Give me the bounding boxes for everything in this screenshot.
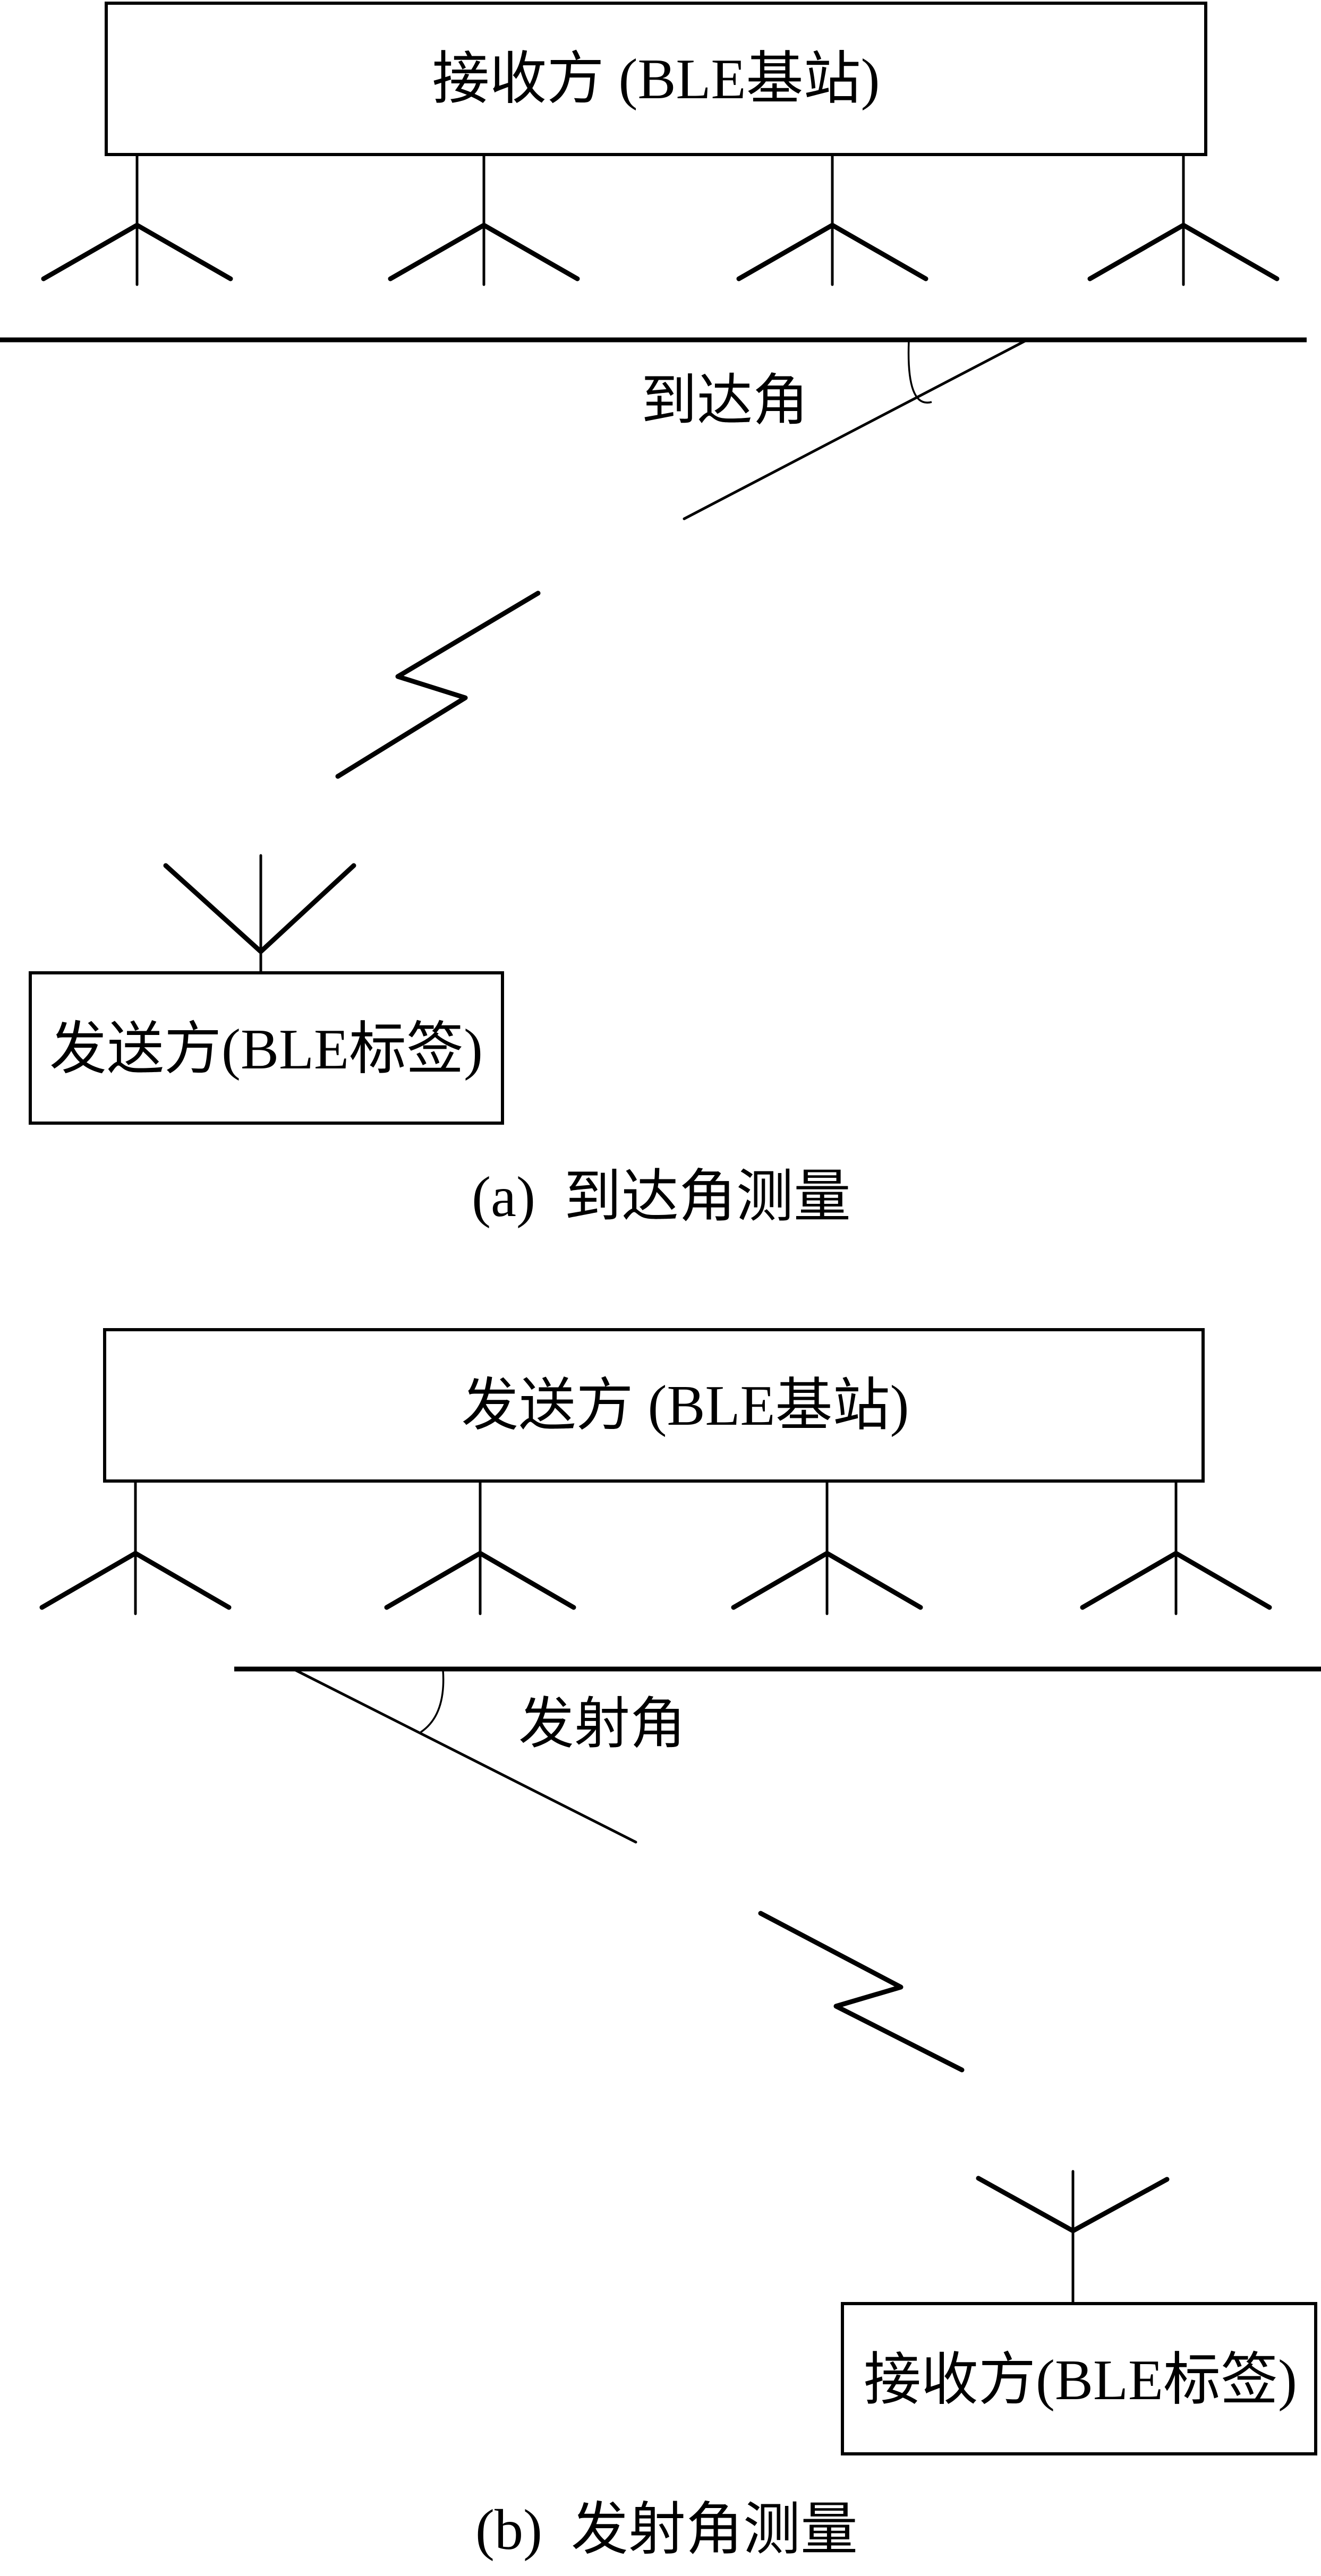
arrival-ray <box>683 339 1027 520</box>
antenna-icon <box>41 153 233 286</box>
tag-label-a: 发送方(BLE标签) <box>49 1018 483 1081</box>
departure-ray <box>294 1668 637 1844</box>
base-station-label-b: 发送方 (BLE基站) <box>462 1374 909 1437</box>
antenna-icon <box>1087 153 1280 286</box>
antenna-icon <box>384 1479 576 1615</box>
tag-box-a <box>29 971 504 1125</box>
caption-b: (b) 发射角测量 <box>475 2498 858 2562</box>
wireless-signal-icon-a <box>335 590 541 779</box>
arrival-angle-label: 到达角 <box>641 370 808 432</box>
antenna-icon <box>388 153 580 286</box>
wireless-signal-icon-b <box>758 1911 965 2073</box>
base-station-box-a <box>105 2 1207 156</box>
antenna-array-a <box>41 153 1280 286</box>
tag-box-b <box>841 2302 1317 2455</box>
tag-label-b: 接收方(BLE标签) <box>864 2349 1297 2412</box>
antenna-icon <box>39 1479 232 1615</box>
base-station-box-b <box>103 1328 1205 1483</box>
departure-angle-arc <box>420 1670 445 1733</box>
panel-a: 接收方 (BLE基站) 到达角 <box>0 2 1307 1229</box>
base-station-label-a: 接收方 (BLE基站) <box>432 48 880 111</box>
antenna-icon <box>736 153 928 286</box>
arrival-angle-arc <box>907 340 932 404</box>
tag-antenna-icon-b <box>976 2170 1170 2305</box>
caption-a: (a) 到达角测量 <box>472 1166 851 1229</box>
antenna-icon <box>1080 1479 1272 1615</box>
panel-b: 发送方 (BLE基站) 发射角 <box>39 1328 1321 2562</box>
antenna-array-b <box>39 1479 1272 1615</box>
antenna-icon <box>731 1479 923 1615</box>
departure-angle-label: 发射角 <box>518 1693 686 1755</box>
